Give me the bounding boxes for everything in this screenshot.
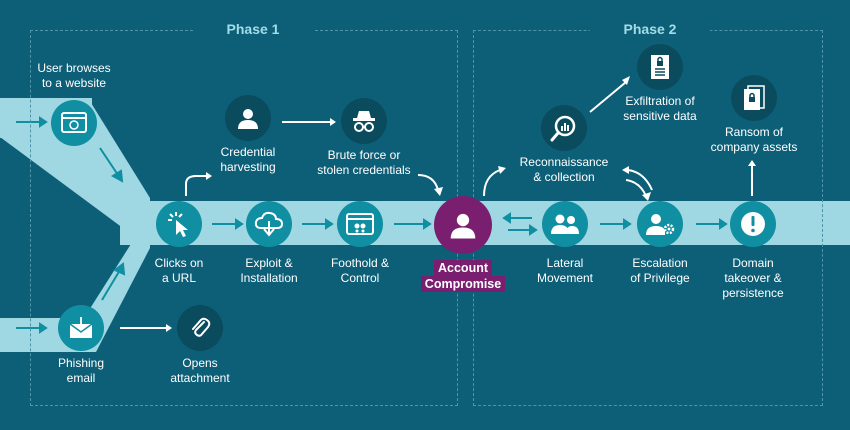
brute-force-label: Brute force or stolen credentials bbox=[317, 148, 411, 177]
spy-icon bbox=[353, 111, 375, 132]
exfiltration-label: Exfiltration of sensitive data bbox=[623, 94, 697, 123]
reconnaissance-node bbox=[541, 105, 587, 151]
exploit-node bbox=[246, 201, 292, 247]
arrow-exploit-foothold-head bbox=[325, 218, 334, 230]
lateral-movement-label: Lateral Movement bbox=[536, 256, 594, 285]
reconnaissance-label: Reconnaissance & collection bbox=[519, 155, 609, 184]
arrow-brute-account bbox=[417, 174, 439, 191]
exfiltration-node bbox=[637, 44, 683, 90]
paperclip-icon bbox=[192, 317, 211, 337]
domain-takeover-node bbox=[730, 201, 776, 247]
arrow-upper-diag-head bbox=[111, 169, 124, 183]
phase-1-title: Phase 1 bbox=[193, 21, 313, 37]
control-window-icon bbox=[346, 213, 374, 235]
arrow-cred-brute-head bbox=[330, 118, 336, 126]
lower-entry-band bbox=[0, 214, 150, 352]
arrow-account-recon bbox=[483, 169, 501, 197]
lateral-movement-node bbox=[542, 201, 588, 247]
user-icon bbox=[238, 109, 258, 129]
magnifier-chart-icon bbox=[550, 115, 576, 142]
arrow-account-recon-head bbox=[498, 166, 506, 174]
opens-attachment-label: Opens attachment bbox=[170, 356, 230, 385]
arrow-lower-diag-head bbox=[113, 262, 126, 276]
arrow-click-cred bbox=[185, 175, 206, 196]
clicks-url-node bbox=[156, 201, 202, 247]
clicks-url-label: Clicks on a URL bbox=[154, 256, 204, 285]
arrow-brute-account-head bbox=[434, 187, 443, 196]
arrow-account-lateral-top-head-left bbox=[502, 212, 511, 224]
account-compromise-label: Account Compromise bbox=[418, 260, 508, 292]
escalation-node bbox=[637, 201, 683, 247]
ransom-node bbox=[731, 75, 777, 121]
arrow-in-lower-head bbox=[39, 322, 48, 334]
ransom-label: Ransom of company assets bbox=[710, 125, 798, 154]
arrow-escalation-recon-head bbox=[622, 166, 629, 174]
escalation-label: Escalation of Privilege bbox=[630, 256, 690, 285]
domain-takeover-label: Domain takeover & persistence bbox=[722, 256, 784, 300]
user-icon bbox=[450, 213, 476, 239]
phishing-node bbox=[58, 305, 104, 351]
exclamation-icon bbox=[741, 212, 765, 236]
credential-harvesting-label: Credential harvesting bbox=[220, 145, 276, 174]
arrow-account-lateral-bottom-head bbox=[529, 224, 538, 236]
arrow-phishing-attachment-head bbox=[166, 324, 172, 332]
foothold-label: Foothold & Control bbox=[330, 256, 390, 285]
arrow-recon-escalation bbox=[625, 179, 647, 197]
user-browses-node bbox=[51, 100, 97, 146]
arrow-lower-diag bbox=[101, 269, 121, 301]
arrow-lateral-escalation-head bbox=[623, 218, 632, 230]
brute-force-node bbox=[341, 98, 387, 144]
user-browses-label: User browses to a website bbox=[37, 61, 111, 90]
user-gear-icon bbox=[646, 214, 675, 235]
browser-window-icon bbox=[61, 112, 87, 133]
arrow-click-cred-head bbox=[206, 172, 212, 180]
arrow-domain-ransom-head bbox=[748, 160, 756, 166]
credential-harvesting-node bbox=[225, 95, 271, 141]
arrow-upper-diag bbox=[99, 147, 119, 176]
cursor-click-icon bbox=[168, 212, 188, 237]
phase-2-title: Phase 2 bbox=[590, 21, 710, 37]
arrow-foothold-account-head bbox=[423, 218, 432, 230]
account-compromise-node bbox=[434, 196, 492, 254]
phishing-label: Phishing email bbox=[57, 356, 105, 385]
envelope-hook-icon bbox=[69, 317, 93, 338]
foothold-node bbox=[337, 201, 383, 247]
users-icon bbox=[551, 214, 579, 234]
arrow-in-upper-head bbox=[39, 116, 48, 128]
document-lock-icon bbox=[651, 55, 669, 79]
document-lock-icon bbox=[744, 85, 765, 110]
arrow-recon-escalation-head bbox=[642, 192, 651, 201]
cloud-download-icon bbox=[254, 211, 284, 237]
arrow-escalation-domain-head bbox=[719, 218, 728, 230]
exploit-label: Exploit & Installation bbox=[240, 256, 298, 285]
arrow-recon-exfil-head bbox=[622, 76, 630, 85]
opens-attachment-node bbox=[177, 305, 223, 351]
arrow-click-exploit-head bbox=[235, 218, 244, 230]
arrow-escalation-recon bbox=[627, 169, 653, 191]
arrow-recon-exfil bbox=[589, 81, 627, 113]
